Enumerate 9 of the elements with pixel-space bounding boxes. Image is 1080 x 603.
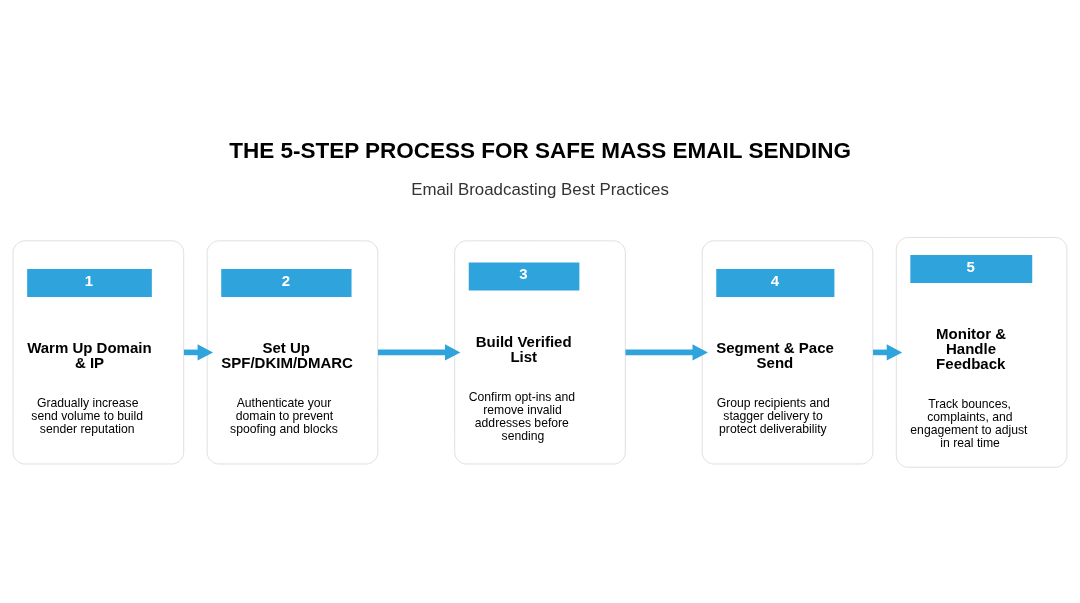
- arrow: [377, 343, 461, 360]
- arrow: [625, 343, 708, 360]
- node-box: 1 Warm Up Domain & IP Gradually increase send volume to build sender reputation: [12, 239, 185, 464]
- node-box: 2 Set Up SPF/DKIM/DMARC Authenticate your domain to prevent spoofing and blocks: [206, 239, 379, 464]
- node-box: 3 Build Verified List Confirm opt-ins and remove invalid addresses before sending: [454, 239, 626, 464]
- node-box: 4 Segment & Pace Send Group recipients and stagger delivery to protect deliverability: [701, 239, 874, 464]
- label: Email Broadcasting Best Practices: [411, 179, 669, 199]
- node-box: 5 Monitor & Handle Feedback Track bounces, complaints, and engagement to adjust in real time: [895, 236, 1068, 468]
- diagram-title: THE 5-STEP PROCESS FOR SAFE MASS EMAIL SENDING: [229, 137, 851, 163]
